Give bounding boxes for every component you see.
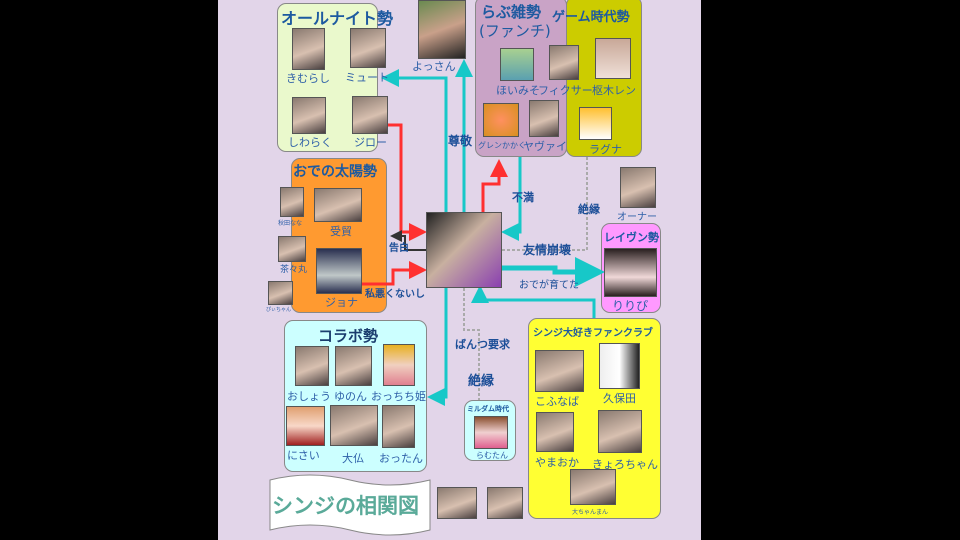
name-hoimiso: ほいみそ bbox=[496, 84, 540, 97]
photo-occhichi-hime bbox=[383, 344, 415, 386]
photo-kimurashi bbox=[292, 28, 325, 70]
photo-ottan bbox=[382, 405, 415, 448]
group-mildom-title: ミルダム時代 bbox=[467, 405, 509, 413]
label-raised: おでが育てた bbox=[519, 280, 579, 291]
photo-ramutan bbox=[474, 416, 508, 449]
name-owner: オーナー bbox=[617, 212, 657, 223]
name-jukan: 受貿 bbox=[330, 225, 352, 238]
arrow-from-fanclub bbox=[471, 285, 596, 318]
group-rabuzatsu-title: らぶ雑勢 bbox=[481, 3, 542, 21]
photo-chachamaru bbox=[278, 236, 306, 262]
line-pants-request bbox=[463, 288, 480, 400]
photo-yunon bbox=[335, 346, 372, 386]
name-ragna: ラグナ bbox=[589, 143, 622, 156]
photo-jona bbox=[316, 248, 362, 294]
name-yavai: ヤヴァイ bbox=[523, 140, 567, 153]
group-fanclub-title: シンジ大好きファンクラブ bbox=[533, 328, 653, 339]
photo-owner bbox=[620, 167, 656, 208]
name-oshou: おしょう bbox=[287, 390, 331, 403]
group-collab-title: コラボ勢 bbox=[318, 327, 379, 345]
line-cut-ties-game bbox=[502, 157, 588, 251]
name-shiwaraku: しわらく bbox=[288, 136, 332, 149]
photo-unlabeled-2 bbox=[487, 487, 523, 519]
diagram-title: シンジの相関図 bbox=[272, 494, 419, 518]
group-game-title: ゲーム時代勢 bbox=[552, 10, 630, 25]
photo-pichan bbox=[268, 281, 293, 305]
label-pants-request: ばんつ要求 bbox=[455, 338, 510, 351]
name-ramutan: らむたん bbox=[476, 451, 508, 460]
arrow-to-collab bbox=[427, 288, 448, 406]
photo-yossan bbox=[418, 0, 466, 59]
arrow-raised bbox=[502, 257, 605, 287]
label-friendship-broken: 友情崩壊 bbox=[523, 243, 572, 257]
arrow-dissatisfied bbox=[501, 157, 522, 241]
group-raven-title: レイヴン勢 bbox=[604, 231, 659, 244]
label-dissatisfied: 不満 bbox=[512, 191, 534, 204]
photo-kubota bbox=[599, 343, 640, 389]
photo-kofunaba bbox=[535, 350, 584, 392]
name-jiro: ジロー bbox=[354, 136, 387, 149]
group-allnight-title: オールナイト勢 bbox=[281, 9, 394, 28]
label-not-my-fault: 私悪くないし bbox=[365, 289, 425, 300]
name-kyorochan: きょろちゃん bbox=[592, 458, 658, 471]
photo-kyorochan bbox=[598, 410, 642, 453]
photo-hoimiso bbox=[500, 48, 534, 81]
name-kururugi-ren: 枢木レン bbox=[592, 84, 636, 97]
photo-glenkakaku bbox=[483, 103, 519, 137]
name-nisai: にさい bbox=[287, 449, 320, 462]
label-confession: 告白 bbox=[389, 243, 409, 254]
photo-jukan bbox=[314, 188, 362, 222]
name-daichanman: 大ちゃんまん bbox=[572, 509, 609, 516]
photo-nisai bbox=[286, 406, 325, 446]
name-myuto: ミュート bbox=[345, 71, 389, 84]
name-kubota: 久保田 bbox=[603, 392, 636, 405]
photo-daibutsu bbox=[330, 405, 378, 446]
name-ottan: おったん bbox=[379, 452, 423, 465]
group-odenotaiyo-title: おでの太陽勢 bbox=[293, 164, 377, 180]
photo-akita-nana bbox=[280, 187, 304, 217]
photo-shiwaraku bbox=[292, 97, 326, 134]
arrow-not-my-fault bbox=[362, 261, 427, 286]
label-cut-ties-1: 絶縁 bbox=[578, 203, 600, 216]
name-kofunaba: こふなば bbox=[535, 395, 579, 408]
arrow-from-jiro bbox=[388, 123, 427, 241]
name-chachamaru: 茶々丸 bbox=[280, 265, 308, 275]
photo-kururugi-ren bbox=[595, 38, 631, 79]
photo-fixer bbox=[549, 45, 579, 80]
photo-myuto bbox=[350, 28, 386, 68]
name-yossan: よっさん bbox=[412, 60, 456, 73]
photo-unlabeled-1 bbox=[437, 487, 477, 519]
label-respect: 尊敬 bbox=[448, 134, 473, 148]
name-daibutsu: 大仏 bbox=[342, 452, 364, 465]
photo-oshou bbox=[295, 346, 329, 386]
name-yunon: ゆのん bbox=[334, 390, 367, 403]
photo-daichanman bbox=[570, 469, 616, 505]
arrow-confession bbox=[390, 230, 426, 251]
name-kimurashi: きむらし bbox=[286, 72, 330, 85]
name-akita-nana: 秋田なな bbox=[278, 220, 303, 227]
photo-riripi bbox=[604, 248, 657, 297]
name-pichan: ぴぃちゃん bbox=[266, 307, 292, 313]
group-rabuzatsu-subtitle: (ファンチ) bbox=[479, 22, 551, 40]
photo-yamaoka bbox=[536, 412, 574, 452]
name-jona: ジョナ bbox=[325, 296, 358, 309]
name-yamaoka: やまおか bbox=[535, 456, 579, 469]
photo-ragna bbox=[579, 107, 612, 140]
center-photo-shinji bbox=[426, 212, 502, 288]
photo-jiro bbox=[352, 96, 388, 134]
label-cut-ties-2: 絶縁 bbox=[468, 374, 495, 389]
arrow-to-rabuzatsu bbox=[481, 159, 508, 212]
arrow-to-allnight bbox=[381, 69, 448, 212]
photo-yavai bbox=[529, 100, 559, 137]
name-riripi: りりぴ bbox=[612, 299, 649, 313]
name-occhichi-hime: おっちち姫 bbox=[371, 390, 426, 403]
name-fixer: フィクサー bbox=[538, 84, 593, 97]
name-glenkakaku: グレンかかく bbox=[478, 141, 526, 150]
